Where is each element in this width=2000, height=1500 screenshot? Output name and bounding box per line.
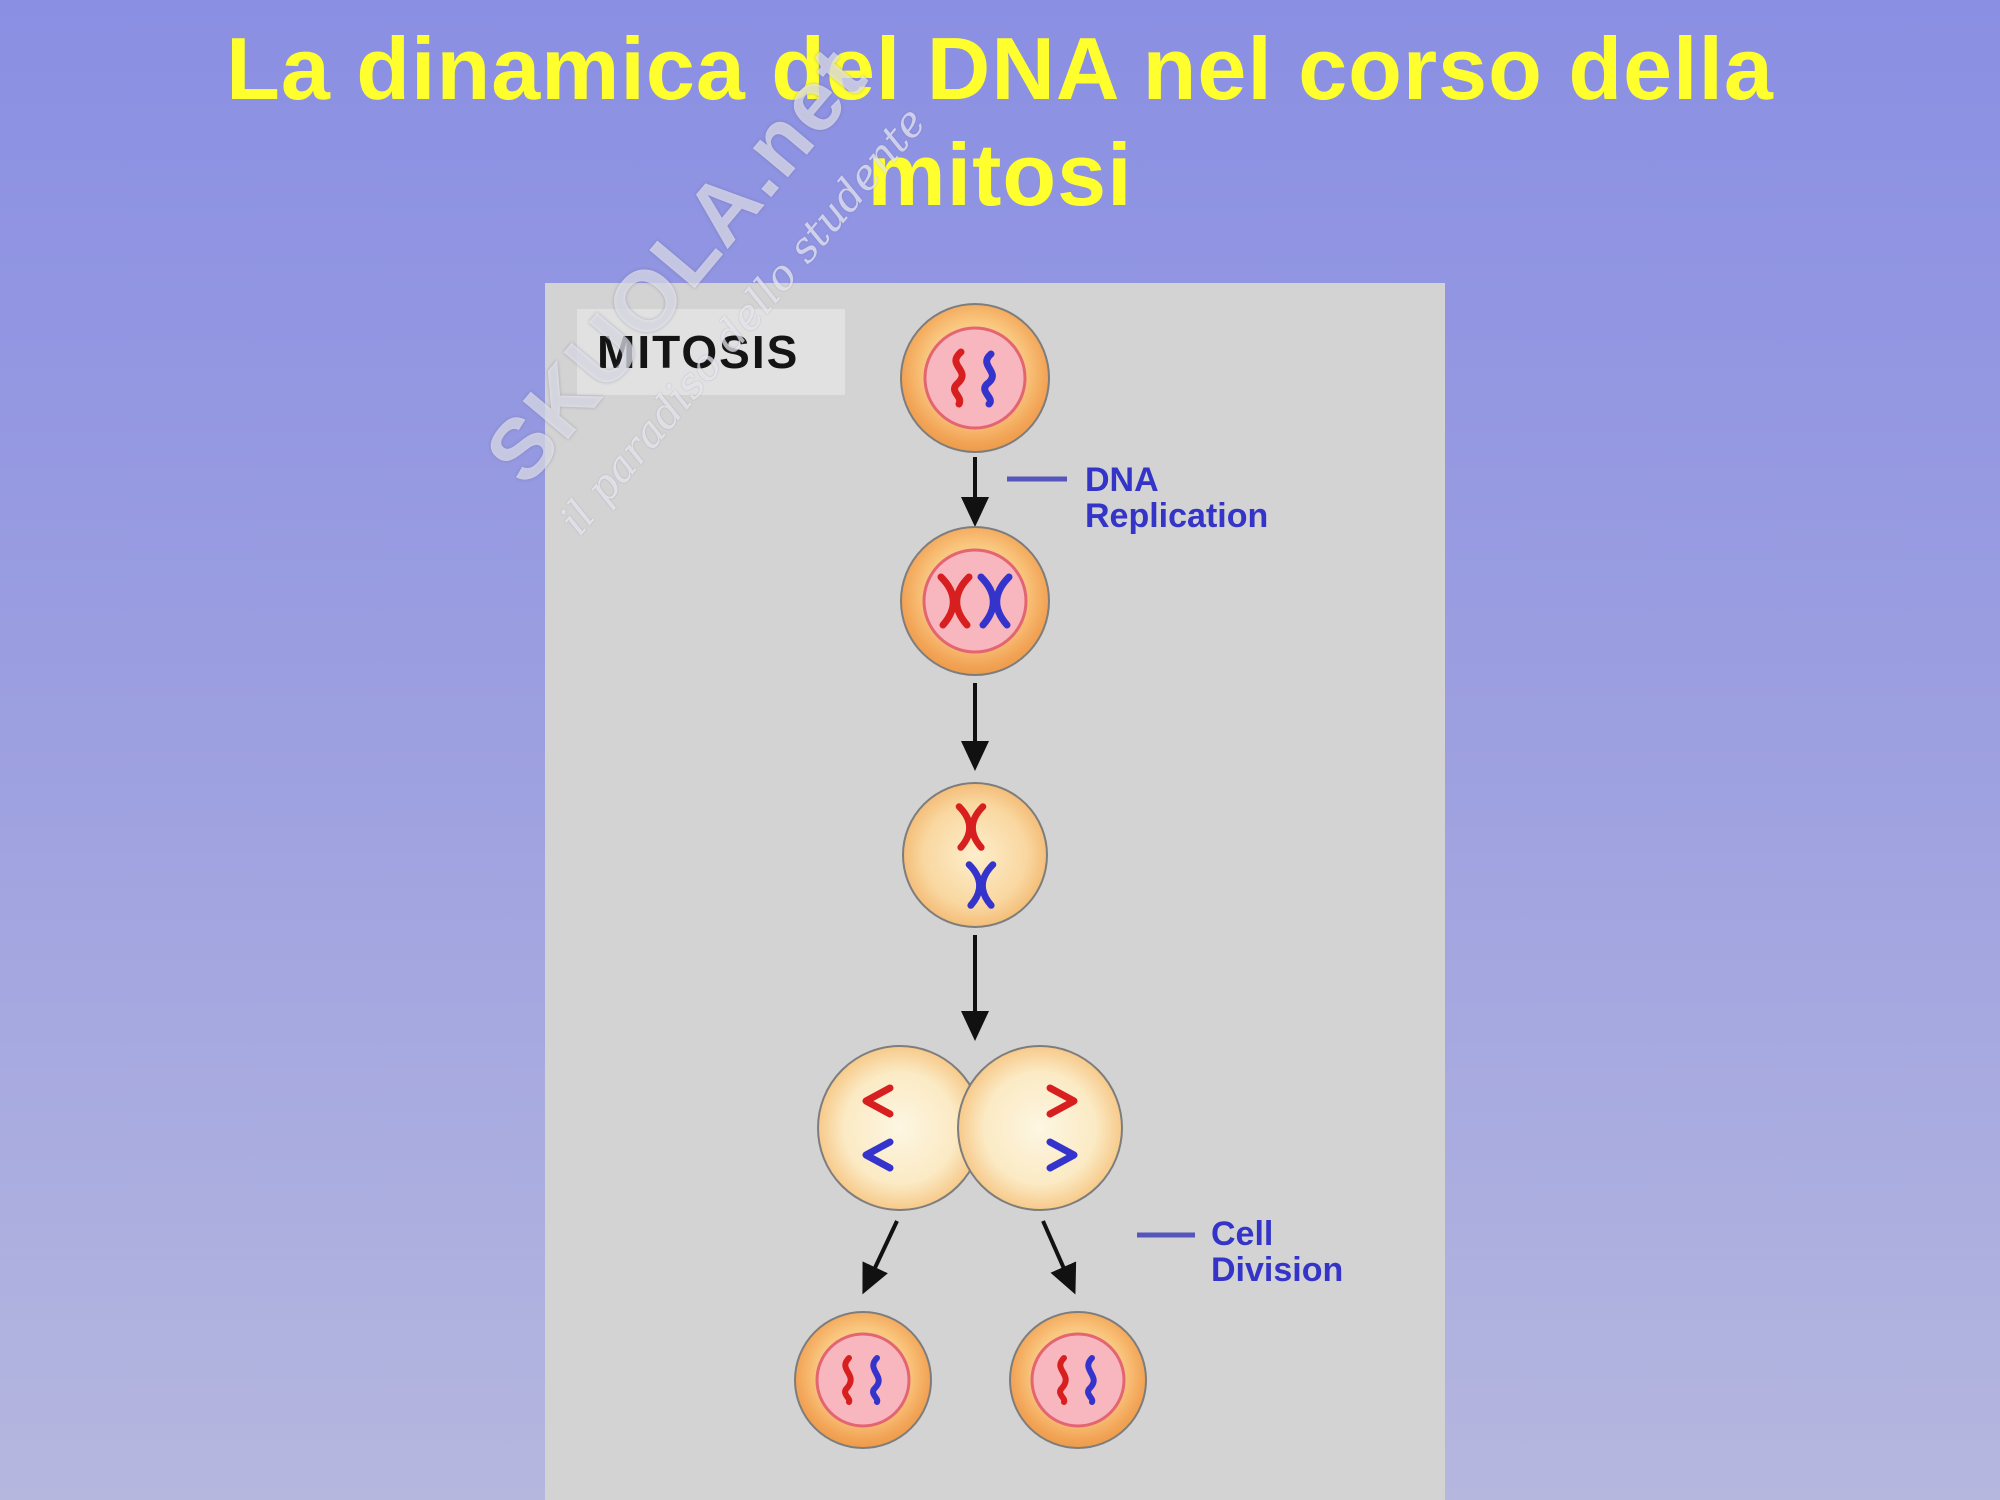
nucleus (923, 326, 1027, 430)
red-chromosome (842, 1355, 854, 1405)
nucleus (815, 1332, 911, 1428)
blue-duplicated-chromosome (977, 573, 1013, 629)
page-title-line1: La dinamica del DNA nel corso della (226, 19, 1774, 118)
cell-membrane (902, 782, 1048, 928)
dna-replication-label-line2: Replication (1085, 497, 1268, 535)
parent-cell (900, 303, 1050, 453)
mitotic-cell (902, 782, 1048, 928)
blue-chromosome (981, 350, 996, 408)
red-chromosome (1057, 1355, 1069, 1405)
cell-division-label-line2: Division (1211, 1251, 1343, 1289)
arrow-down-left (862, 1220, 899, 1295)
blue-chromosome-left (862, 1138, 894, 1172)
daughter-cell-left (794, 1311, 932, 1449)
red-duplicated-chromosome (955, 803, 987, 851)
page-title: La dinamica del DNA nel corso della mito… (0, 16, 2000, 227)
arrow-down-right (1041, 1220, 1077, 1295)
page-title-line2: mitosi (867, 124, 1133, 224)
mitosis-heading: MITOSIS (577, 309, 845, 395)
cell-division-label-line1: Cell (1211, 1215, 1273, 1253)
mitosis-diagram-panel: DNA Replication (545, 283, 1445, 1500)
blue-chromosome (870, 1355, 882, 1405)
blue-chromosome (1085, 1355, 1097, 1405)
right-lobe (957, 1045, 1123, 1211)
red-duplicated-chromosome (937, 573, 973, 629)
red-chromosome-left (862, 1084, 894, 1118)
dividing-cell (817, 1045, 1123, 1211)
blue-chromosome-right (1046, 1138, 1078, 1172)
daughter-cell-right (1009, 1311, 1147, 1449)
red-chromosome (951, 348, 966, 408)
red-chromosome-right (1046, 1084, 1078, 1118)
mitosis-heading-label: MITOSIS (597, 326, 800, 378)
dna-replication-label-line1: DNA (1085, 461, 1159, 499)
nucleus (1030, 1332, 1126, 1428)
blue-duplicated-chromosome (965, 861, 997, 909)
replicated-cell (900, 526, 1050, 676)
mitosis-diagram: DNA Replication (794, 303, 1343, 1449)
nucleus (922, 548, 1028, 654)
